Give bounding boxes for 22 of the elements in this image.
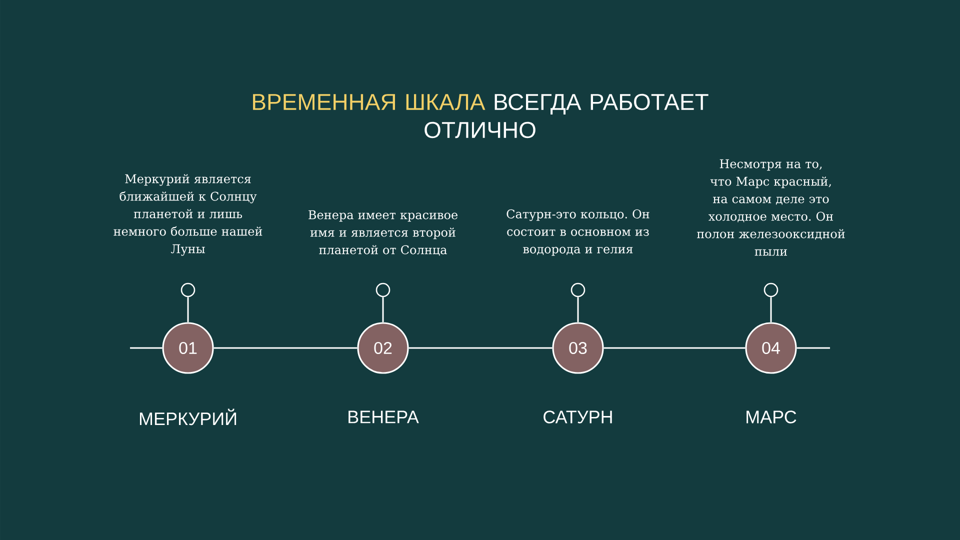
pin-stem	[187, 297, 189, 322]
pin-stem	[382, 297, 384, 322]
title: ВРЕМЕННАЯ ШКАЛА ВСЕГДА РАБОТАЕТ ОТЛИЧНО	[253, 94, 708, 138]
timeline-line	[130, 347, 162, 349]
pin-stem	[770, 297, 772, 322]
pin-stem	[577, 297, 579, 322]
timeline-line	[214, 347, 358, 349]
planet-name: САТУРН	[544, 410, 612, 424]
pin-circle	[570, 282, 586, 298]
pin-circle	[764, 282, 778, 298]
planet-name: ВЕНЕРА	[348, 410, 419, 424]
planet-name: МЕРКУРИЙ	[140, 408, 236, 426]
pin-circle	[180, 282, 196, 298]
description-text: Сатурн-это кольцо. Он состоит в основном из водорода и гелия	[506, 209, 650, 256]
timeline-line	[604, 347, 746, 349]
description-text: Несмотря на то, что Марс красный, на самом деле это холодное место. Он полон железооксидной пыли	[697, 159, 845, 256]
description-text: Меркурий является ближайшей к Солнцу планетой и лишь немного больше нашей Луны	[114, 174, 262, 256]
timeline-line	[796, 347, 830, 349]
description-text: Венера имеет красивое имя и является второй планетой от Солнца	[308, 210, 458, 256]
timeline-line	[408, 347, 552, 349]
pin-circle	[376, 282, 390, 298]
planet-name: МАРС	[746, 410, 796, 424]
